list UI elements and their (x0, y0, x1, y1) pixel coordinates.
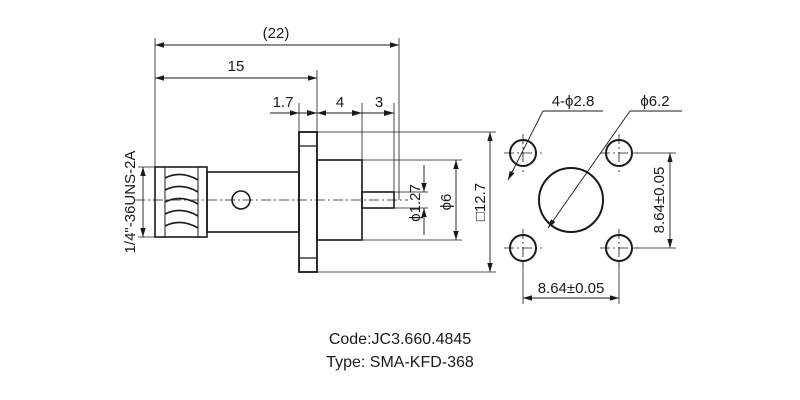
label-dim-4: 4 (336, 94, 344, 111)
label-dim-1-7: 1.7 (273, 94, 294, 111)
dim-flange-square (317, 131, 496, 273)
front-center-lines (504, 134, 638, 267)
product-code: Code:JC3.660.4845 (328, 331, 472, 348)
leader-center-dia (547, 110, 682, 229)
dim-vertical-spacing (633, 152, 676, 249)
label-dim-3: 3 (375, 94, 383, 111)
label-pin-diameter: ϕ1.27 (407, 184, 424, 222)
center-hole (538, 167, 604, 233)
dim-thread (138, 166, 155, 238)
connector-body (206, 171, 300, 233)
front-view: 4-ϕ2.8 ϕ6.2 8.64±0.05 8.64±0.05 (504, 93, 682, 304)
label-holes: 4-ϕ2.8 (552, 93, 595, 110)
leader-holes (507, 110, 603, 181)
label-flange-square: □12.7 (472, 183, 489, 221)
label-thread-spec: 1/4"-36UNS-2A (122, 151, 139, 254)
label-dielectric-diameter: ϕ6 (438, 194, 455, 211)
dim-pin-diameter (394, 165, 428, 235)
label-horizontal-spacing: 8.64±0.05 (538, 280, 605, 297)
threaded-nut (154, 166, 208, 238)
flange (298, 131, 318, 273)
dim-overall-length (154, 38, 400, 200)
label-vertical-spacing: 8.64±0.05 (651, 167, 668, 234)
side-view: (22) 15 1.7 4 3 1/4"-36UNS-2A ϕ1.27 ϕ6 □… (122, 25, 496, 273)
label-length-15: 15 (228, 58, 245, 75)
product-type: Type: SMA-KFD-368 (326, 354, 474, 371)
dim-dielectric-diameter (362, 159, 462, 241)
label-overall-length: (22) (263, 25, 290, 42)
dim-horizontal-spacing (522, 262, 620, 304)
label-center-dia: ϕ6.2 (640, 93, 669, 110)
dim-chain-small (270, 103, 395, 192)
